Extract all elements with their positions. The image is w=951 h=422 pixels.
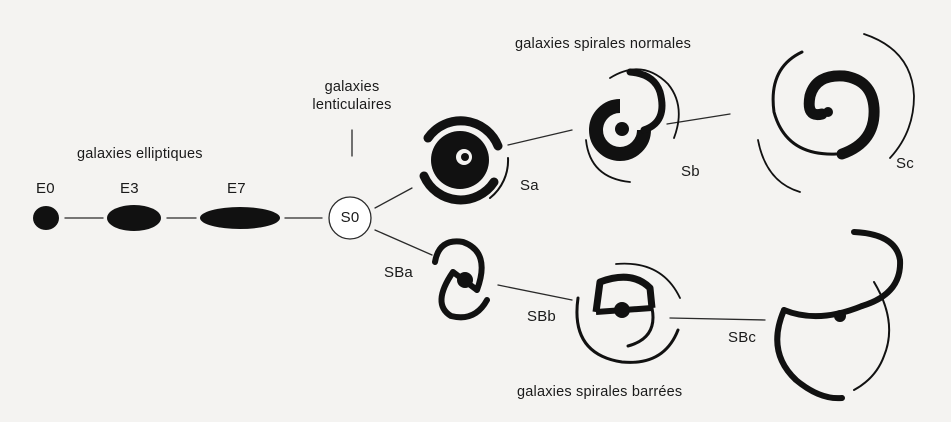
label-sbc: SBc [728, 329, 756, 347]
label-sbb: SBb [527, 308, 556, 326]
galaxy-e7-shape [200, 207, 280, 229]
connector-sb-sc [667, 114, 730, 124]
galaxy-sa-shape [424, 121, 508, 200]
label-sba: SBa [384, 264, 413, 282]
galaxy-e3-shape [107, 205, 161, 231]
connector-sba-sbb [498, 285, 572, 300]
connector-sa-sb [508, 130, 572, 145]
galaxy-sb-shape [586, 69, 679, 182]
label-e3: E3 [120, 180, 139, 198]
galaxy-sc-shape [758, 34, 914, 192]
label-s0: S0 [341, 209, 360, 227]
label-e0: E0 [36, 180, 55, 198]
label-e7: E7 [227, 180, 246, 198]
label-sa: Sa [520, 177, 539, 195]
galaxy-e0-shape [33, 206, 59, 230]
heading-lenticular-line2: lenticulaires [312, 96, 391, 114]
galaxy-sba-shape [435, 241, 487, 317]
connector-s0-sba [375, 230, 432, 255]
galaxy-sbb-shape [577, 264, 680, 363]
heading-lenticular-line1: galaxies [325, 78, 380, 96]
label-sc: Sc [896, 155, 914, 173]
heading-elliptical-galaxies: galaxies elliptiques [77, 145, 203, 163]
galaxy-sbc-shape [777, 232, 900, 398]
connector-s0-sa [375, 188, 412, 208]
heading-normal-spirals: galaxies spirales normales [515, 35, 691, 53]
heading-barred-spirals: galaxies spirales barrées [517, 383, 682, 401]
label-sb: Sb [681, 163, 700, 181]
connector-sbb-sbc [670, 318, 765, 320]
